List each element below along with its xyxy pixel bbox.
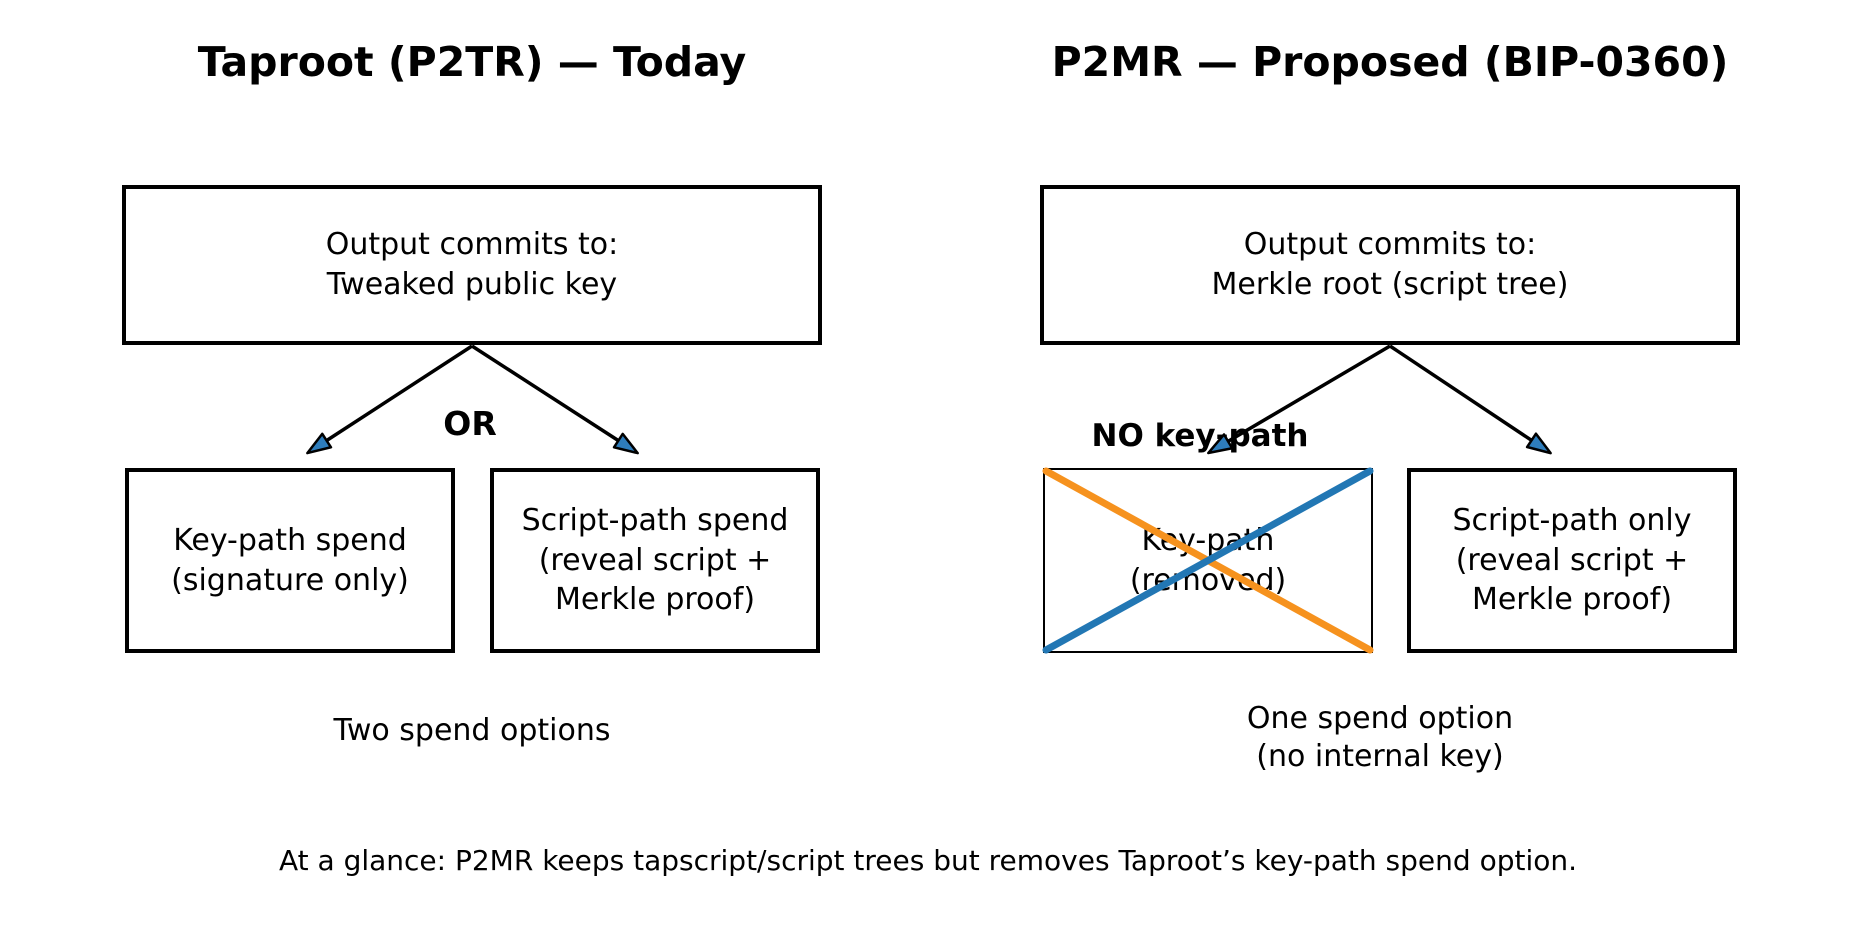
left-root-box: Output commits to: Tweaked public key [122, 185, 822, 345]
right-panel-caption: One spend option (no internal key) [1080, 700, 1680, 775]
right-arrow-to-scriptpath [1389, 344, 1552, 455]
left-panel-title: Taproot (P2TR) — Today [197, 38, 747, 86]
left-keypath-box-line2: (signature only) [171, 562, 409, 598]
right-scriptpath-box-line2: (reveal script + [1455, 542, 1689, 578]
left-scriptpath-box-line2: (reveal script + [538, 542, 772, 578]
right-root-box-line1: Output commits to: [1243, 227, 1537, 263]
no-keypath-label: NO key-path [1091, 418, 1309, 454]
left-scriptpath-box-line1: Script-path spend [521, 503, 789, 539]
right-root-box: Output commits to: Merkle root (script t… [1040, 185, 1740, 345]
right-root-box-line2: Merkle root (script tree) [1211, 267, 1569, 302]
right-keypath-removed-box: Key-path (removed) [1043, 468, 1373, 653]
left-root-box-line1: Output commits to: [325, 227, 619, 263]
right-panel-title: P2MR — Proposed (BIP-0360) [1051, 38, 1729, 86]
right-keypath-removed-box-line2: (removed) [1129, 562, 1287, 598]
left-keypath-box-line1: Key-path spend [173, 522, 407, 558]
right-panel-caption-line1: One spend option [1246, 701, 1514, 736]
left-scriptpath-box: Script-path spend (reveal script + Merkl… [490, 468, 820, 653]
right-panel-caption-line2: (no internal key) [1256, 738, 1504, 774]
left-root-box-line2: Tweaked public key [326, 267, 618, 302]
left-keypath-box: Key-path spend (signature only) [125, 468, 455, 653]
right-scriptpath-box-line1: Script-path only [1452, 503, 1692, 539]
or-label: OR [443, 404, 497, 443]
footer-summary: At a glance: P2MR keeps tapscript/script… [278, 844, 1578, 877]
left-panel-caption: Two spend options [333, 713, 611, 748]
left-scriptpath-box-line3: Merkle proof) [554, 582, 756, 618]
right-keypath-removed-box-line1: Key-path [1141, 522, 1275, 558]
right-scriptpath-box-line3: Merkle proof) [1471, 582, 1673, 618]
right-scriptpath-box: Script-path only (reveal script + Merkle… [1407, 468, 1737, 653]
